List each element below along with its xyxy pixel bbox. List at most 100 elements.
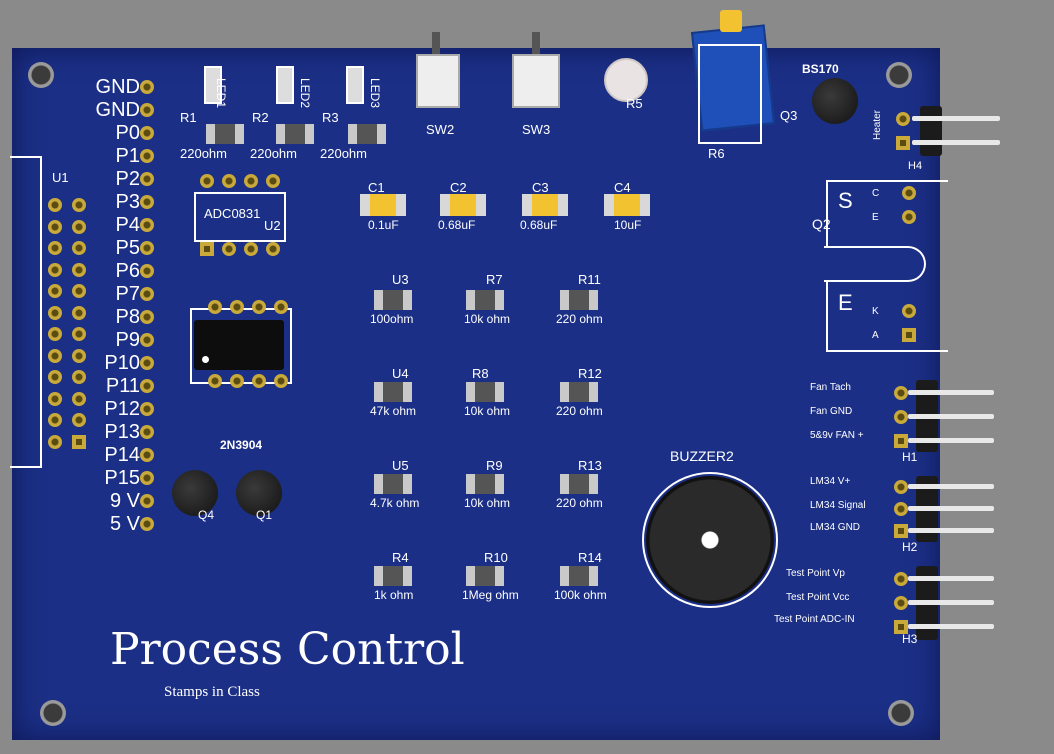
pin-label: P9: [115, 329, 140, 351]
h4-pad: [896, 136, 910, 150]
r4-resistor: [374, 566, 412, 586]
r12-value: 220 ohm: [556, 404, 603, 418]
q3-transistor: [812, 78, 858, 124]
u1-pad: [48, 348, 62, 363]
q2-pad: [902, 210, 916, 224]
h3-ref: H3: [902, 632, 918, 646]
r7-ref: R7: [486, 272, 503, 287]
r3-value: 220ohm: [320, 146, 367, 161]
pin-pad: [140, 287, 154, 301]
pin-label: GND: [95, 99, 140, 121]
u1-pad: [48, 219, 62, 234]
pin-label: P1: [115, 145, 140, 167]
u1-pad: [72, 198, 86, 212]
r12-ref: R12: [578, 366, 602, 381]
h1-ref: H1: [902, 450, 918, 464]
h1-pin: [908, 438, 994, 443]
pin-pad: [140, 241, 154, 255]
h2-pin1-label: LM34 V+: [810, 476, 851, 487]
pin-pad: [140, 494, 154, 508]
h2-pin3-label: LM34 GND: [810, 522, 861, 533]
pin-pad: [140, 379, 154, 393]
r7-value: 10k ohm: [464, 312, 511, 326]
pin-pad: [140, 149, 154, 163]
pin-label: P14: [104, 444, 140, 466]
adc-ref: U2: [264, 218, 281, 233]
r8-ref: R8: [472, 366, 489, 381]
c4-ref: C4: [614, 180, 631, 195]
q2-pad: [902, 186, 916, 200]
pin-pad: [140, 402, 154, 416]
pin-label: P13: [104, 421, 140, 443]
mounting-hole: [888, 700, 914, 726]
pin-pad: [140, 471, 154, 485]
q2-s-mark: S: [838, 188, 853, 213]
dip-pad: [230, 300, 244, 314]
adc-pad: [200, 174, 214, 188]
r4-ref: R4: [392, 550, 409, 565]
c4-capacitor: [604, 194, 650, 216]
pin-pad: [140, 517, 154, 531]
board-title: Process Control: [110, 624, 465, 675]
u1-pad: [48, 241, 62, 255]
u3-value: 100ohm: [370, 312, 414, 326]
c4-value: 10uF: [614, 218, 642, 232]
buzzer-outline: [642, 472, 778, 608]
q2-pin-e: E: [872, 212, 879, 223]
q3-label: Q3: [780, 108, 798, 123]
u1-pad: [72, 241, 86, 255]
mounting-hole: [40, 700, 66, 726]
u1-pad: [48, 198, 62, 212]
pin-label: GND: [95, 76, 140, 98]
pin-pad: [140, 425, 154, 439]
mounting-hole: [886, 62, 912, 88]
pin-pad: [140, 172, 154, 186]
r1-resistor: [206, 124, 244, 144]
r3-resistor: [348, 124, 386, 144]
h1-pin: [908, 414, 994, 419]
u1-pad: [72, 327, 86, 341]
h1-pin2-label: Fan GND: [810, 406, 853, 417]
h4-ref: H4: [908, 160, 923, 172]
q4-label: Q4: [198, 508, 215, 522]
u1-pad: [72, 413, 86, 427]
h3-pin3-label: Test Point ADC-IN: [774, 614, 855, 625]
r14-value: 100k ohm: [554, 588, 607, 602]
pin-label: P3: [115, 191, 140, 213]
h2-ref: H2: [902, 540, 918, 554]
buzzer: [646, 476, 774, 604]
h3-pin: [908, 624, 994, 629]
h2-pad: [894, 524, 908, 538]
u3-ref: U3: [392, 272, 409, 287]
pin-pad: [140, 448, 154, 462]
h2-pin: [908, 484, 994, 489]
led2: [276, 66, 294, 104]
h2-pad: [894, 480, 908, 494]
q2-slot: [824, 246, 926, 282]
q2-pad: [902, 304, 916, 318]
u1-pad: [48, 413, 62, 427]
r8-resistor: [466, 382, 504, 402]
r9-ref: R9: [486, 458, 503, 473]
mounting-hole: [28, 62, 54, 88]
r4-value: 1k ohm: [374, 588, 414, 602]
c1-capacitor: [360, 194, 406, 216]
adc-pad: [222, 174, 236, 188]
q4-transistor: [172, 470, 218, 516]
adc-pad: [266, 174, 280, 188]
h2-pad: [894, 502, 908, 516]
r8-value: 10k ohm: [464, 404, 511, 418]
dip-pin1-dot: [202, 356, 209, 363]
r6-outline: [698, 44, 762, 144]
adc-outline: [194, 192, 286, 242]
u4-value: 47k ohm: [370, 404, 417, 418]
u1-pad: [48, 434, 62, 449]
q3-part: BS170: [802, 62, 839, 76]
r14-resistor: [560, 566, 598, 586]
h3-pin: [908, 576, 994, 581]
c1-value: 0.1uF: [368, 218, 399, 232]
led3: [346, 66, 364, 104]
r10-ref: R10: [484, 550, 508, 565]
buzzer-label: BUZZER2: [670, 448, 734, 464]
pin-pad: [140, 126, 154, 140]
